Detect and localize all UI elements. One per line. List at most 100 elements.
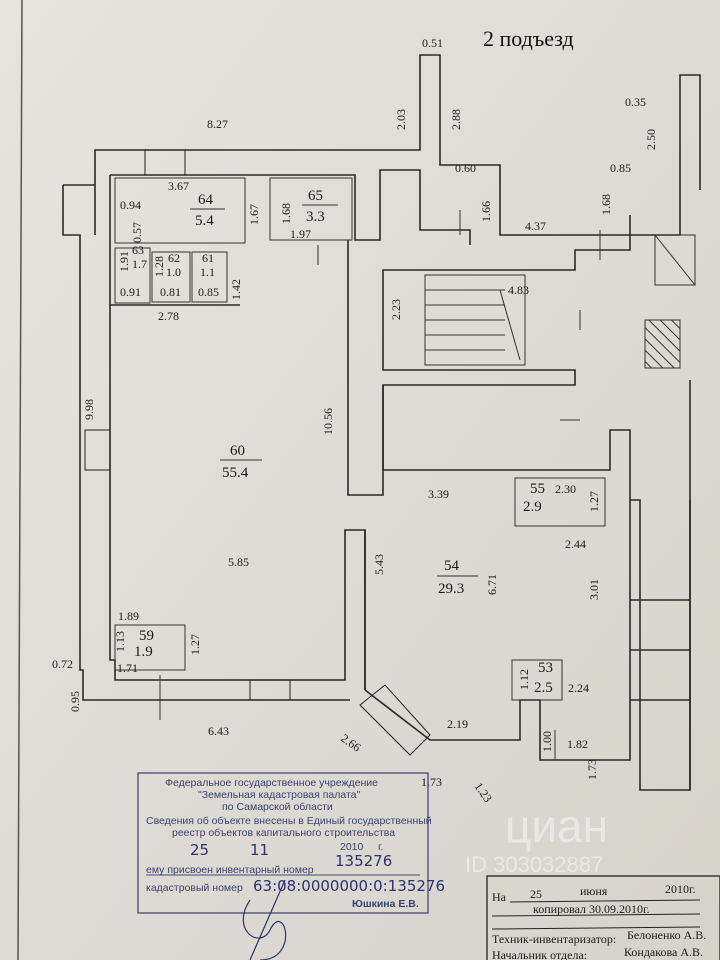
window-north — [144, 149, 186, 176]
dimension-label: 2.23 — [389, 299, 403, 320]
dimension-label: Кондакова А.В. — [624, 945, 703, 959]
dimension-label: 6.71 — [485, 574, 499, 595]
room-area: 1.9 — [134, 644, 153, 660]
dimension-label: 8.27 — [207, 117, 228, 131]
dimension-label: 10.56 — [321, 408, 335, 435]
dimension-labels: 0.51 2.03 2.88 0.35 2.50 8.27 0.60 0.85 … — [52, 36, 658, 805]
dimension-label: по Самарской области — [222, 801, 333, 813]
dimension-label: ему присвоен инвентарный номер — [146, 864, 314, 876]
room-area: 29.3 — [438, 581, 464, 597]
dimension-label: 135276 — [335, 852, 392, 870]
room-area: 1.7 — [132, 257, 147, 271]
dimension-label: 0.51 — [422, 36, 443, 50]
room-area: 5.4 — [195, 213, 214, 229]
dimension-label: 0.60 — [455, 161, 476, 175]
dimension-label: Юшкина Е.В. — [352, 898, 419, 910]
dimension-label: На — [492, 890, 507, 904]
shaft-hatched — [644, 319, 681, 369]
room-labels: 64 5.4 65 3.3 63 1.7 62 1.0 61 1.1 60 55… — [132, 188, 553, 696]
dimension-label: 2010 — [340, 841, 364, 853]
dimension-label: 0.95 — [68, 691, 82, 712]
room-area: 1.0 — [166, 265, 181, 279]
room-number: 64 — [198, 192, 214, 208]
dimension-label: 1.66 — [479, 201, 493, 222]
room-area: 55.4 — [222, 465, 249, 481]
dimension-label: 1.00 — [540, 731, 554, 752]
room-number: 63 — [132, 243, 144, 257]
room-number: 55 — [530, 481, 545, 497]
entrance-steps — [359, 684, 431, 756]
dimension-label: 0.81 — [160, 285, 181, 299]
dimension-label: копировал 30.09.2010г. — [533, 902, 650, 916]
room-number: 59 — [139, 628, 154, 644]
dimension-label: 25 — [530, 887, 542, 901]
dimension-label: Начальник отдела: — [492, 948, 587, 960]
inventory-info-box: На 25 июня 2010г. копировал 30.09.2010г.… — [486, 875, 720, 960]
dimension-label: 1.67 — [247, 204, 261, 225]
dimension-label: 3.67 — [168, 179, 189, 193]
dimension-label: Техник-инвентаризатор: — [492, 932, 616, 946]
dimension-label: 2.03 — [394, 109, 408, 130]
dimension-label: г. — [378, 841, 383, 853]
dimension-label: 1.42 — [229, 279, 243, 300]
dimension-label: 2.44 — [565, 537, 586, 551]
dimension-label: кадастровый номер — [146, 882, 243, 894]
room-area: 1.1 — [200, 265, 215, 279]
dimension-label: реестр объектов капитального строительст… — [172, 827, 395, 839]
dimension-label: Сведения об объекте внесены в Единый гос… — [146, 815, 432, 827]
dimension-label: 2.50 — [644, 129, 658, 150]
dimension-label: 1.91 — [117, 251, 131, 272]
dimension-label: 0.35 — [625, 95, 646, 109]
window-south — [249, 679, 291, 701]
dimension-label: 3.01 — [587, 579, 601, 600]
dimension-label: 2.78 — [158, 309, 179, 323]
dimension-label: 9.98 — [82, 399, 96, 420]
entrance-title: 2 подъезд — [483, 26, 574, 51]
page-edge — [17, 0, 23, 960]
room-number: 61 — [202, 251, 214, 265]
window-west — [84, 429, 111, 471]
dimension-label: 1.13 — [113, 631, 127, 652]
dimension-label: ID 303032887 — [465, 852, 603, 877]
dimension-label: циан — [505, 800, 608, 852]
dimension-label: 1.89 — [118, 609, 139, 623]
dimension-label: 6.43 — [208, 724, 229, 738]
dimension-label: 1.68 — [279, 203, 293, 224]
dimension-label: 0.94 — [120, 198, 141, 212]
room-area: 2.9 — [523, 499, 542, 515]
dimension-label: 1.73 — [585, 759, 599, 780]
room-number: 60 — [230, 443, 245, 459]
room-number: 62 — [168, 251, 180, 265]
dimension-label: 0.57 — [130, 222, 144, 243]
dimension-label: 5.43 — [372, 554, 386, 575]
dimension-label: 0.91 — [120, 285, 141, 299]
dimension-label: 2.88 — [449, 109, 463, 130]
dimension-label: 1.27 — [587, 491, 601, 512]
registration-stamp: Федеральное государственное учреждение "… — [137, 772, 445, 960]
dimension-label: 0.72 — [52, 657, 73, 671]
dimension-label: "Земельная кадастровая палата" — [198, 789, 361, 801]
room-number: 65 — [308, 188, 323, 204]
dimension-label: 1.68 — [599, 194, 613, 215]
stair-treads — [425, 289, 521, 361]
dimension-label: 4.37 — [525, 219, 546, 233]
dimension-label: 3.39 — [428, 487, 449, 501]
dimension-label: 0.85 — [610, 161, 631, 175]
dimension-label: 2.24 — [568, 681, 589, 695]
dimension-label: 1.27 — [188, 634, 202, 655]
dimension-label: Белоненко А.В. — [627, 928, 706, 942]
dimension-label: 1.82 — [567, 737, 588, 751]
walls — [62, 54, 701, 791]
dimension-label: 1.97 — [290, 227, 311, 241]
dimension-label: 1.71 — [117, 661, 138, 675]
dimension-label: 5.85 — [228, 555, 249, 569]
dimension-label: июня — [580, 884, 608, 898]
dimension-label: 2.19 — [447, 717, 468, 731]
room-number: 53 — [538, 660, 553, 676]
dimension-label: 2.30 — [555, 482, 576, 496]
dimension-label: 4.83 — [508, 283, 529, 297]
room-area: 2.5 — [534, 680, 553, 696]
dimension-label: 2010г. — [665, 882, 696, 896]
